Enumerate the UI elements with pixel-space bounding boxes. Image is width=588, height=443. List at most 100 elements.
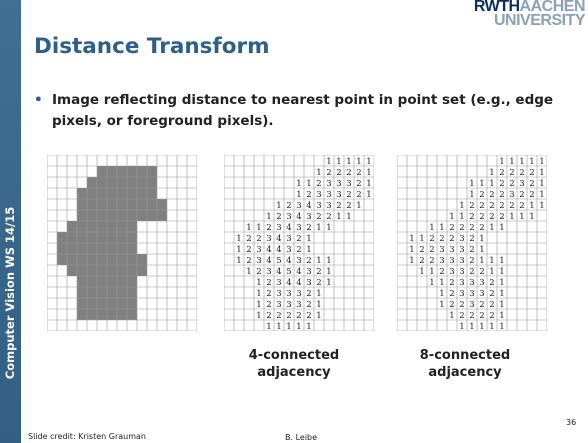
distance-value: 1 (499, 311, 504, 321)
distance-value: 2 (316, 212, 321, 222)
foreground-cell (77, 265, 87, 276)
distance-value: 2 (499, 179, 504, 189)
distance-value: 2 (266, 278, 271, 288)
distance-value: 4 (276, 267, 281, 277)
distance-value: 1 (489, 168, 494, 178)
distance-value: 1 (489, 179, 494, 189)
foreground-cell (87, 188, 97, 199)
distance-value: 2 (489, 311, 494, 321)
distance-value: 1 (306, 245, 311, 255)
distance-value: 1 (256, 223, 261, 233)
distance-value: 1 (499, 278, 504, 288)
distance-value: 2 (419, 245, 424, 255)
distance-value: 2 (529, 168, 534, 178)
distance-value: 3 (336, 190, 341, 200)
distance-value: 1 (489, 267, 494, 277)
distance-value: 1 (449, 311, 454, 321)
foreground-cell (117, 199, 127, 210)
foreground-cell (97, 221, 107, 232)
distance-value: 4 (296, 278, 301, 288)
distance-value: 1 (326, 278, 331, 288)
foreground-cell (107, 199, 117, 210)
bullet-point: • Image reflecting distance to nearest p… (34, 90, 574, 132)
distance-value: 2 (479, 311, 484, 321)
distance-value: 4 (276, 245, 281, 255)
foreground-cell (107, 177, 117, 188)
distance-value: 1 (419, 267, 424, 277)
distance-value: 3 (266, 234, 271, 244)
foreground-cell (97, 177, 107, 188)
distance-value: 2 (296, 234, 301, 244)
foreground-cell (97, 166, 107, 177)
distance-value: 3 (276, 278, 281, 288)
distance-value: 2 (266, 223, 271, 233)
distance-value: 2 (336, 168, 341, 178)
distance-value: 1 (499, 157, 504, 167)
distance-value: 2 (276, 212, 281, 222)
distance-value: 2 (519, 201, 524, 211)
foreground-cell (127, 287, 137, 298)
distance-value: 2 (439, 234, 444, 244)
distance-value: 3 (459, 256, 464, 266)
foreground-cell (77, 199, 87, 210)
distance-value: 1 (296, 190, 301, 200)
foreground-cell (147, 188, 157, 199)
slide-author: B. Leibe (285, 433, 318, 442)
distance-value: 1 (499, 267, 504, 277)
distance-value: 2 (459, 223, 464, 233)
distance-value: 2 (499, 190, 504, 200)
distance-value: 3 (459, 289, 464, 299)
distance-value: 2 (479, 190, 484, 200)
distance-value: 2 (336, 201, 341, 211)
distance-value: 2 (306, 289, 311, 299)
university-logo: RWTHAACHEN UNIVERSITY (474, 0, 586, 29)
foreground-cell (107, 298, 117, 309)
distance-value: 4 (266, 256, 271, 266)
distance-value: 3 (326, 179, 331, 189)
foreground-cell (77, 287, 87, 298)
distance-value: 2 (479, 223, 484, 233)
distance-value: 3 (469, 300, 474, 310)
caption-four-connected: 4-connected adjacency (229, 347, 359, 381)
distance-value: 2 (356, 168, 361, 178)
distance-value: 1 (439, 300, 444, 310)
foreground-cell (77, 298, 87, 309)
distance-value: 2 (479, 201, 484, 211)
distance-value: 3 (276, 289, 281, 299)
distance-value: 2 (489, 289, 494, 299)
distance-value: 1 (479, 256, 484, 266)
distance-value: 2 (306, 223, 311, 233)
distance-value: 3 (449, 245, 454, 255)
distance-value: 2 (256, 234, 261, 244)
foreground-cell (127, 309, 137, 320)
foreground-cell (57, 232, 67, 243)
distance-value: 2 (306, 300, 311, 310)
distance-value: 2 (469, 201, 474, 211)
distance-value: 2 (346, 201, 351, 211)
distance-value: 1 (316, 289, 321, 299)
distance-value: 1 (356, 157, 361, 167)
foreground-cell (117, 232, 127, 243)
distance-value: 1 (409, 234, 414, 244)
foreground-cell (137, 166, 147, 177)
foreground-cell (87, 177, 97, 188)
foreground-cell (117, 221, 127, 232)
distance-value: 1 (256, 278, 261, 288)
course-label: Computer Vision WS 14/15 (3, 206, 18, 380)
distance-value: 2 (246, 234, 251, 244)
foreground-cell (127, 188, 137, 199)
foreground-cell (87, 265, 97, 276)
distance-value: 2 (266, 300, 271, 310)
distance-value: 2 (449, 289, 454, 299)
distance-value: 1 (316, 168, 321, 178)
foreground-cell (127, 243, 137, 254)
distance-value: 1 (316, 256, 321, 266)
distance-value: 4 (286, 278, 291, 288)
distance-value: 1 (499, 300, 504, 310)
distance-value: 1 (246, 223, 251, 233)
distance-value: 3 (296, 201, 301, 211)
foreground-cell (77, 243, 87, 254)
foreground-cell (137, 254, 147, 265)
slide-title: Distance Transform (34, 34, 270, 59)
